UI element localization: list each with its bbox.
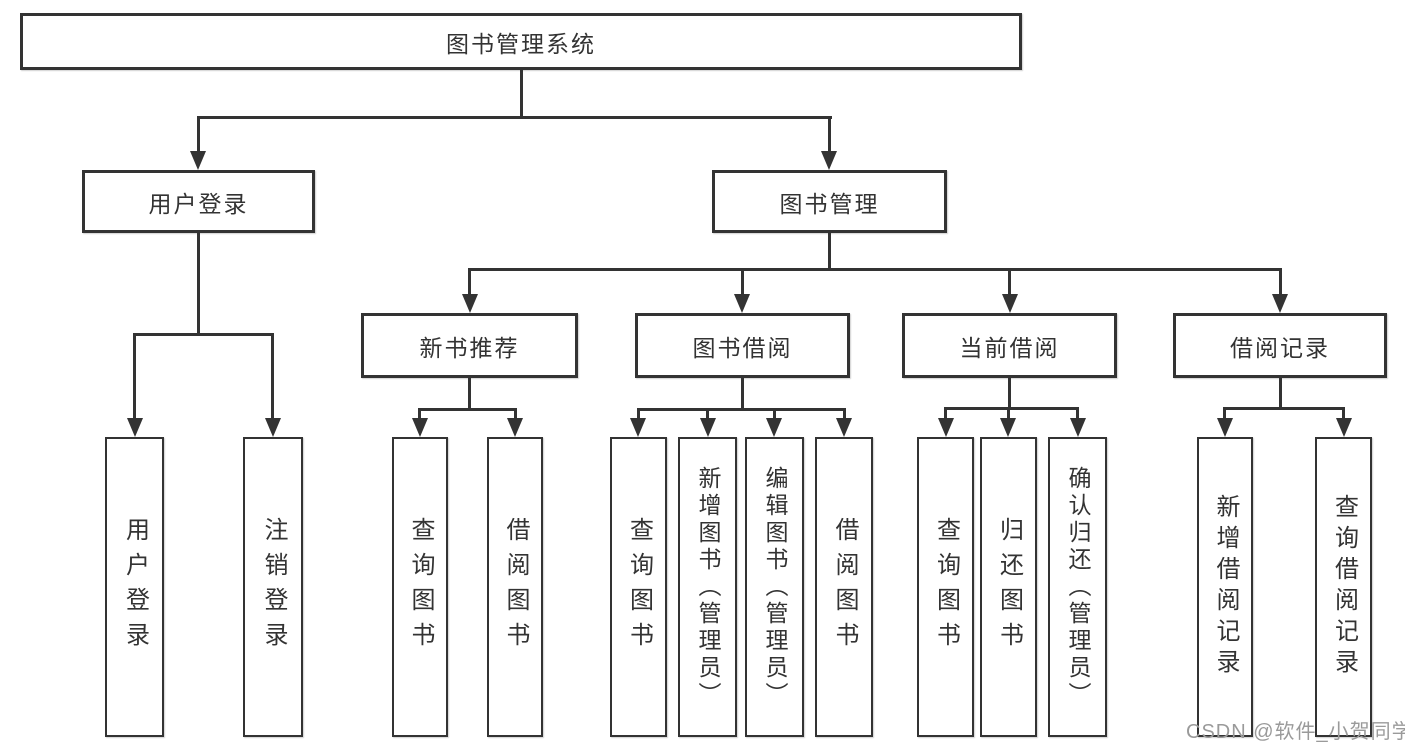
connector-bookmgmt-branch: [468, 268, 1282, 271]
connector-current-drop-1: [944, 407, 947, 420]
node-new-book-recommendation-label: 新书推荐: [419, 334, 520, 361]
connector-records-drop-2: [1342, 407, 1345, 420]
connector-userlogin-stem: [197, 233, 200, 336]
node-confirm-return-admin-label: 确认归还（管理员）: [1065, 465, 1091, 709]
node-recommendation-borrow-books: 借阅图书: [487, 437, 543, 737]
connector-bookmgmt-drop-4: [1279, 268, 1282, 296]
connector-borrowing-drop-2: [706, 408, 709, 420]
node-confirm-return-admin: 确认归还（管理员）: [1048, 437, 1107, 737]
connector-bookmgmt-drop-2: [741, 268, 744, 296]
connector-records-branch: [1223, 407, 1345, 410]
node-borrowing-records-label: 借阅记录: [1230, 334, 1330, 361]
node-recommendation-query-books-label: 查询图书: [407, 517, 434, 657]
node-query-borrow-record-label: 查询借阅记录: [1330, 494, 1358, 680]
node-recommendation-borrow-books-label: 借阅图书: [502, 517, 529, 657]
arrow-borrowing-borrow: [836, 418, 852, 437]
connector-newbook-branch: [418, 408, 517, 411]
connector-root-stem: [520, 70, 523, 118]
csdn-watermark: CSDN @软件_小贺同学: [1186, 721, 1405, 743]
connector-userlogin-branch: [133, 333, 274, 336]
node-current-borrowing-label: 当前借阅: [959, 334, 1060, 361]
arrow-newbook-query: [412, 418, 428, 437]
node-return-books-label: 归还图书: [995, 517, 1023, 657]
connector-bookmgmt-drop-3: [1008, 268, 1011, 296]
node-current-query-books-label: 查询图书: [932, 517, 960, 657]
connector-borrowing-drop-1: [637, 408, 640, 420]
node-borrowing-borrow-books-label: 借阅图书: [831, 517, 858, 657]
node-current-borrowing: 当前借阅: [902, 313, 1117, 378]
arrow-to-book-management: [821, 151, 837, 170]
connector-current-branch: [944, 407, 1079, 410]
connector-userlogin-drop-1: [133, 333, 136, 419]
node-book-management: 图书管理: [712, 170, 947, 233]
connector-bookmgmt-drop-1: [468, 268, 471, 296]
connector-bookmgmt-stem: [828, 233, 831, 271]
arrow-to-borrowing-records: [1272, 294, 1288, 313]
node-recommendation-query-books: 查询图书: [392, 437, 448, 737]
arrow-to-user-login: [190, 151, 206, 170]
arrow-borrowing-edit: [766, 418, 782, 437]
node-borrowing-query-books-label: 查询图书: [625, 517, 653, 657]
node-edit-book-admin-label: 编辑图书（管理员）: [762, 465, 788, 709]
connector-newbook-drop-1: [418, 408, 421, 420]
node-add-book-admin: 新增图书（管理员）: [678, 437, 737, 737]
node-add-book-admin-label: 新增图书（管理员）: [695, 465, 721, 709]
arrow-borrowing-query: [630, 418, 646, 437]
arrow-to-user-login-leaf: [127, 418, 143, 437]
node-book-borrowing-label: 图书借阅: [692, 334, 793, 361]
node-logout-leaf-label: 注销登录: [260, 517, 287, 657]
node-current-query-books: 查询图书: [917, 437, 974, 737]
connector-records-stem: [1279, 378, 1282, 410]
arrow-to-logout-leaf: [265, 418, 281, 437]
connector-current-stem: [1008, 378, 1011, 410]
node-return-books: 归还图书: [980, 437, 1037, 737]
connector-current-drop-2: [1007, 407, 1010, 420]
node-edit-book-admin: 编辑图书（管理员）: [745, 437, 804, 737]
node-query-borrow-record: 查询借阅记录: [1315, 437, 1372, 737]
arrow-borrowing-add: [700, 418, 716, 437]
connector-borrowing-stem: [741, 378, 744, 411]
connector-userlogin-drop-2: [271, 333, 274, 419]
node-logout-leaf: 注销登录: [243, 437, 303, 737]
arrow-current-return: [1000, 418, 1016, 437]
node-borrowing-borrow-books: 借阅图书: [815, 437, 873, 737]
arrow-newbook-borrow: [507, 418, 523, 437]
connector-root-right-drop: [828, 116, 831, 153]
node-book-borrowing: 图书借阅: [635, 313, 850, 378]
arrow-to-book-borrowing: [734, 294, 750, 313]
node-add-borrow-record: 新增借阅记录: [1197, 437, 1253, 737]
arrow-current-query: [938, 418, 954, 437]
node-borrowing-records: 借阅记录: [1173, 313, 1387, 378]
connector-borrowing-drop-4: [843, 408, 846, 420]
connector-borrowing-drop-3: [773, 408, 776, 420]
node-user-login-leaf-label: 用户登录: [121, 517, 149, 657]
node-book-management-label: 图书管理: [779, 190, 880, 217]
connector-root-branch: [197, 116, 832, 119]
arrow-to-current-borrowing: [1002, 294, 1018, 313]
node-add-borrow-record-label: 新增借阅记录: [1212, 494, 1239, 680]
arrow-to-new-book-recommendation: [462, 294, 478, 313]
connector-root-left-drop: [197, 116, 200, 153]
arrow-records-add: [1217, 418, 1233, 437]
node-library-system: 图书管理系统: [20, 13, 1022, 70]
node-borrowing-query-books: 查询图书: [610, 437, 667, 737]
connector-newbook-stem: [468, 378, 471, 411]
connector-borrowing-branch: [637, 408, 846, 411]
arrow-current-confirm: [1070, 418, 1086, 437]
node-user-login-leaf: 用户登录: [105, 437, 164, 737]
node-new-book-recommendation: 新书推荐: [361, 313, 578, 378]
node-library-system-label: 图书管理系统: [446, 30, 596, 57]
connector-records-drop-1: [1223, 407, 1226, 420]
connector-newbook-drop-2: [514, 408, 517, 420]
arrow-records-query: [1336, 418, 1352, 437]
connector-current-drop-3: [1076, 407, 1079, 420]
node-user-login-label: 用户登录: [148, 190, 249, 217]
node-user-login: 用户登录: [82, 170, 315, 233]
